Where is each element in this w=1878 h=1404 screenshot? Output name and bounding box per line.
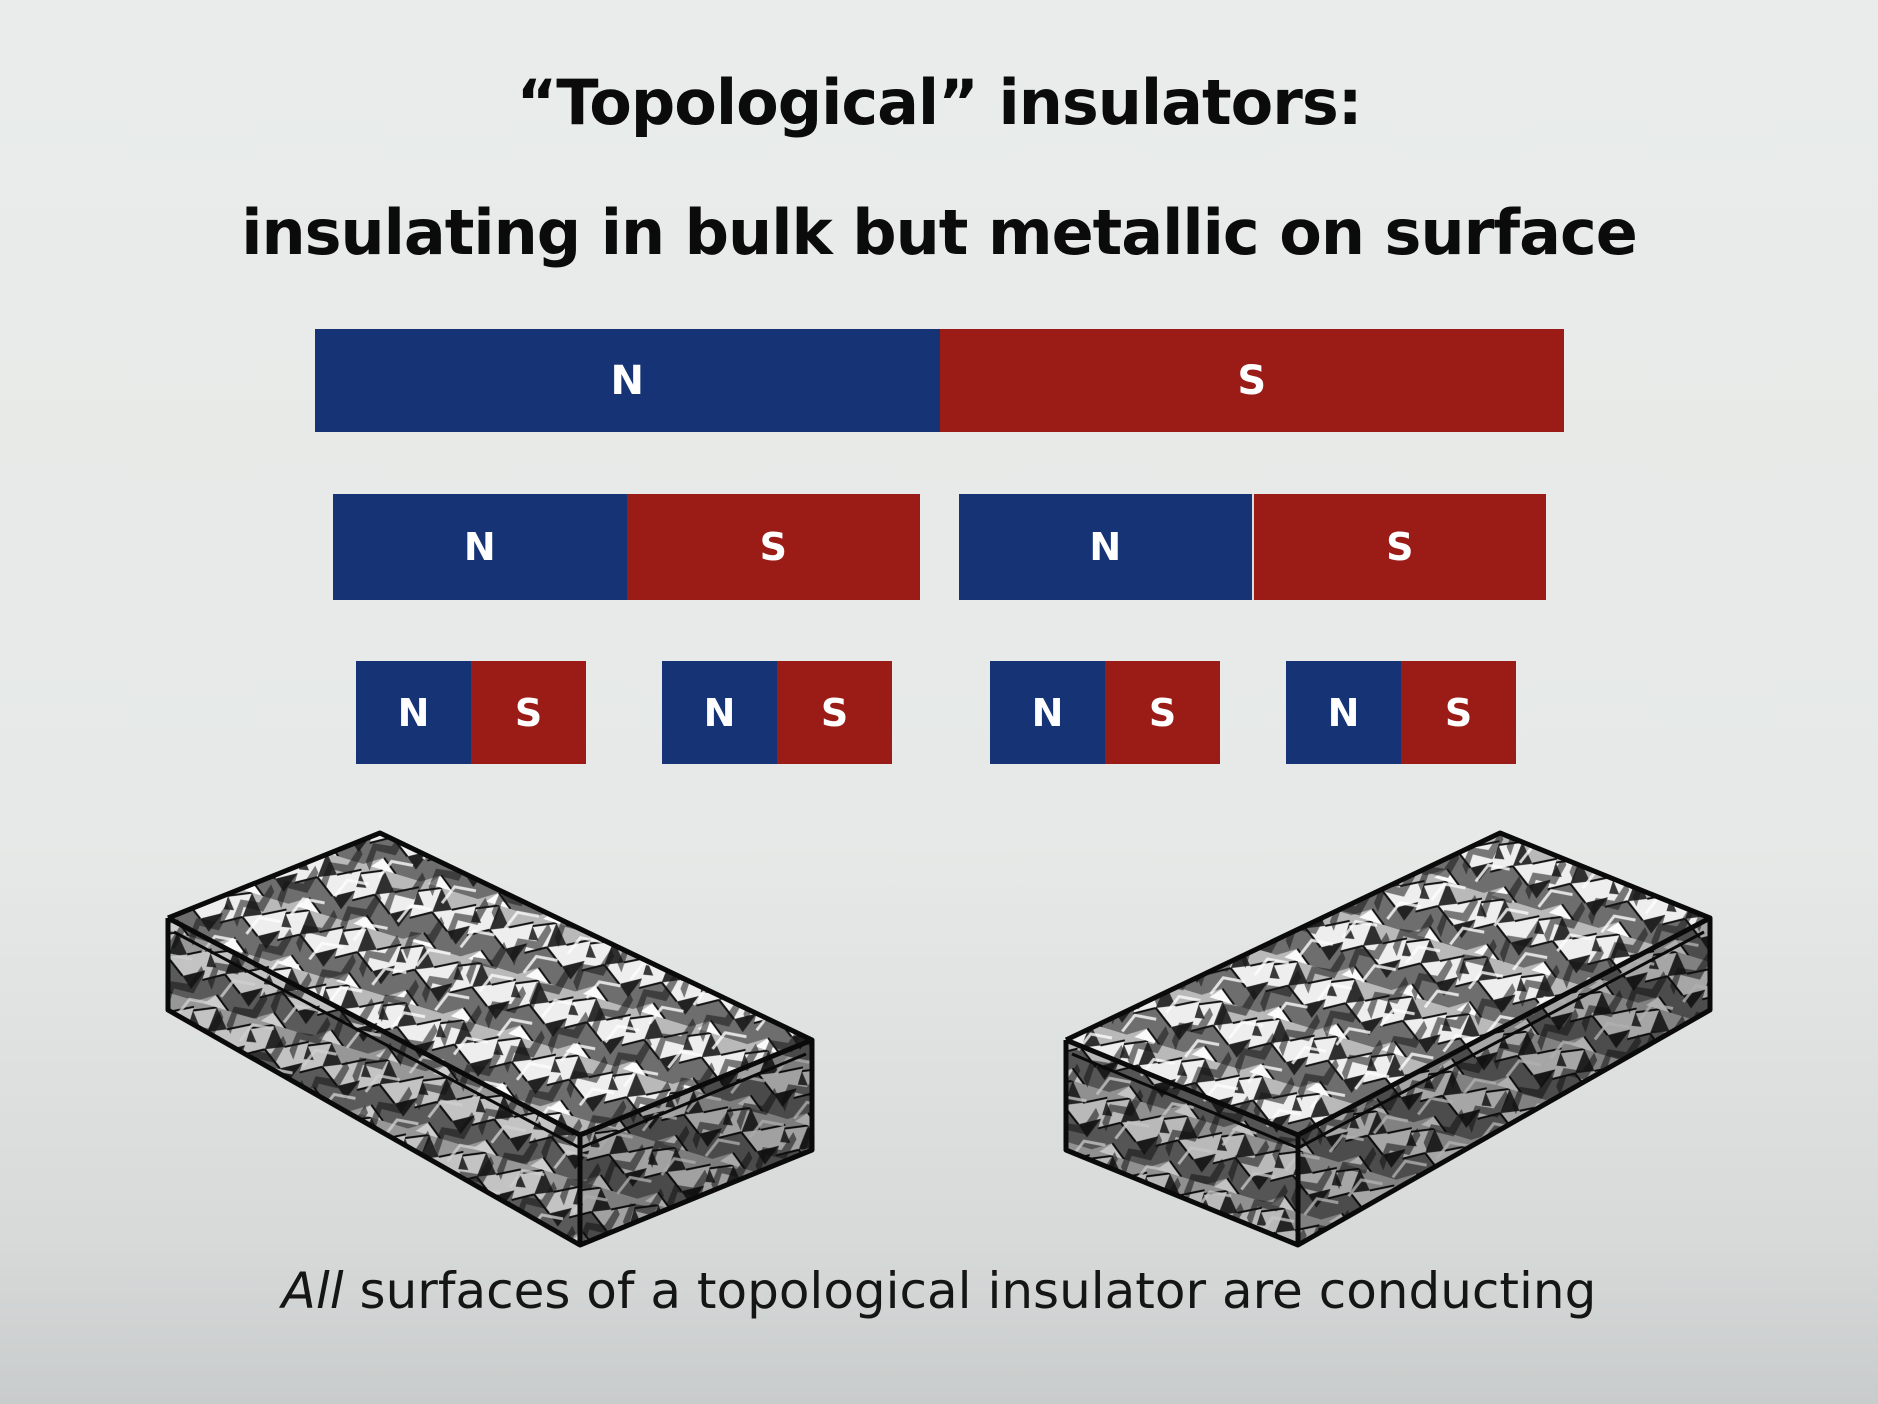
south-pole: S xyxy=(1401,661,1516,764)
caption-text: surfaces of a topological insulator are … xyxy=(343,1262,1597,1320)
north-pole: N xyxy=(315,329,940,432)
slide-title: “Topological” insulators: xyxy=(516,66,1362,139)
north-pole: N xyxy=(1286,661,1401,764)
caption-emphasis: All xyxy=(281,1262,344,1320)
magnet-half-2: N S xyxy=(959,494,1546,600)
north-pole: N xyxy=(356,661,471,764)
slide-subtitle: insulating in bulk but metallic on surfa… xyxy=(241,196,1638,269)
south-pole: S xyxy=(777,661,892,764)
magnet-large: N S xyxy=(315,329,1564,432)
north-pole: N xyxy=(990,661,1105,764)
south-pole: S xyxy=(1251,494,1546,600)
foil-block-left xyxy=(165,830,815,1248)
foil-block-right xyxy=(1063,830,1713,1248)
magnet-quarter-4: N S xyxy=(1286,661,1516,764)
north-pole: N xyxy=(662,661,777,764)
caption: All surfaces of a topological insulator … xyxy=(0,1262,1878,1320)
magnet-half-1: N S xyxy=(333,494,920,600)
south-pole: S xyxy=(471,661,586,764)
south-pole: S xyxy=(939,329,1564,432)
magnet-quarter-3: N S xyxy=(990,661,1220,764)
north-pole: N xyxy=(333,494,627,600)
south-pole: S xyxy=(626,494,920,600)
foil-blocks-illustration xyxy=(165,830,1713,1248)
magnet-quarter-1: N S xyxy=(356,661,586,764)
north-pole: N xyxy=(959,494,1252,600)
south-pole: S xyxy=(1105,661,1220,764)
magnet-quarter-2: N S xyxy=(662,661,892,764)
